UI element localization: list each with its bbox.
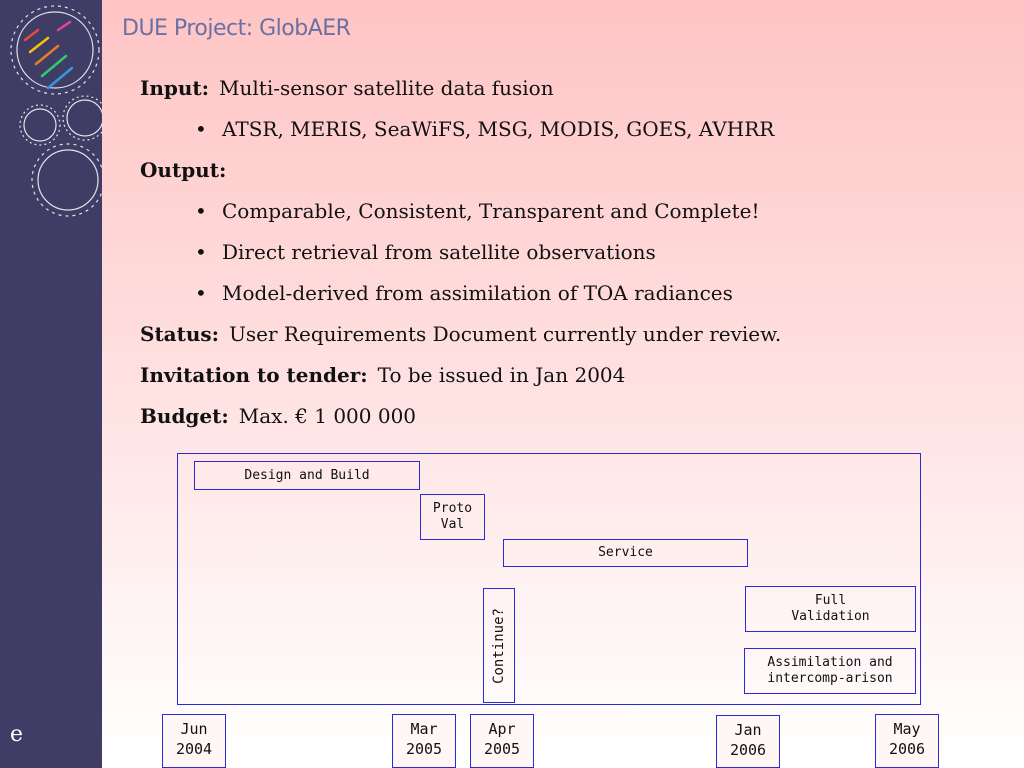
output-label: Output: [140,158,227,182]
invitation-label: Invitation to tender: [140,363,368,387]
output-bullet-2: • Direct retrieval from satellite observa… [195,240,656,264]
output-bullet-3: • Model-derived from assimilation of TOA … [195,281,733,305]
invitation-line: Invitation to tender: To be issued in Jan… [140,363,625,387]
milestone-jan-2006: Jan 2006 [716,715,780,768]
timeline-frame [177,453,921,705]
input-text: Multi-sensor satellite data fusion [219,76,554,100]
input-label: Input: [140,76,210,100]
output-bullet-1: • Comparable, Consistent, Transparent and… [195,199,760,223]
task-assimilation-intercomparison: Assimilation and intercomp-arison [744,648,916,694]
budget-text: Max. € 1 000 000 [238,404,417,428]
input-bullet-1: • ATSR, MERIS, SeaWiFS, MSG, MODIS, GOES,… [195,117,774,141]
slide-title: DUE Project: GlobAER [122,16,351,41]
milestone-apr-2005: Apr 2005 [470,714,534,768]
milestone-may-2006: May 2006 [875,714,939,768]
input-line: Input: Multi-sensor satellite data fusion [140,76,554,100]
bullet-dot: • [195,117,207,141]
budget-label: Budget: [140,404,229,428]
input-bullet-text: ATSR, MERIS, SeaWiFS, MSG, MODIS, GOES, … [222,117,775,141]
bullet-dot: • [195,240,207,264]
task-continue: Continue? [483,588,515,703]
budget-line: Budget: Max. € 1 000 000 [140,404,416,428]
milestone-mar-2005: Mar 2005 [392,714,456,768]
sidebar-logo-letter: e [10,722,24,747]
task-service: Service [503,539,748,567]
output-bullet-text: Comparable, Consistent, Transparent and … [222,199,760,223]
output-bullet-text: Direct retrieval from satellite observat… [222,240,656,264]
output-bullet-text: Model-derived from assimilation of TOA r… [222,281,733,305]
gear-decoration-icon [10,5,102,217]
task-proto-val: Proto Val [420,494,485,540]
milestone-jun-2004: Jun 2004 [162,714,226,768]
status-line: Status: User Requirements Document curren… [140,322,781,346]
sidebar: e [0,0,102,768]
status-label: Status: [140,322,220,346]
invitation-text: To be issued in Jan 2004 [377,363,626,387]
task-design-and-build: Design and Build [194,461,420,490]
output-line: Output: [140,158,236,182]
bullet-dot: • [195,281,207,305]
bullet-dot: • [195,199,207,223]
task-full-validation: Full Validation [745,586,916,632]
status-text: User Requirements Document currently und… [229,322,782,346]
